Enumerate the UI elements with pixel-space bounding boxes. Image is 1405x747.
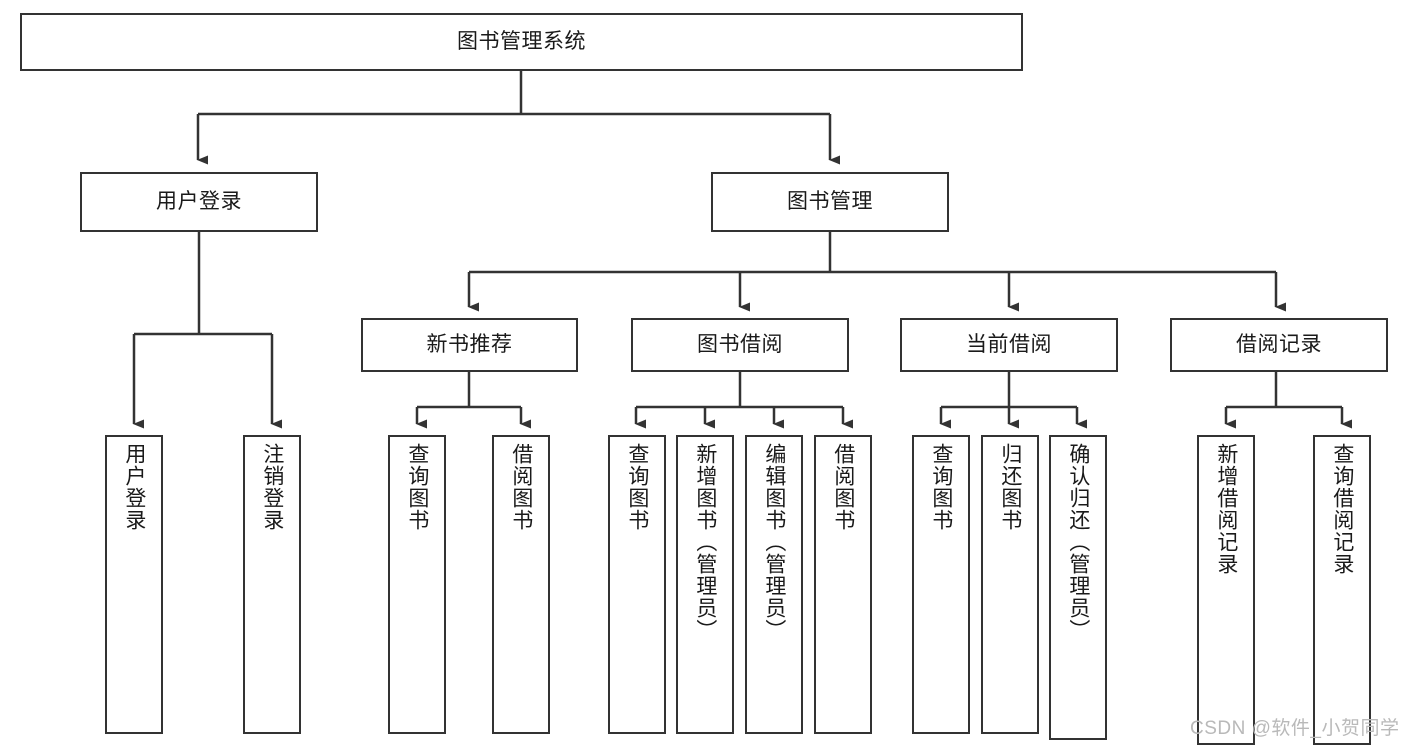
node-label: 当前借阅 [966,333,1052,357]
node-label: 图书管理 [787,190,873,214]
node-new-book-recommend[interactable]: 新书推荐 [361,318,578,372]
node-label: 查询图书 [929,443,953,531]
node-label: 注销登录 [260,443,284,531]
leaf-current-borrow-return[interactable]: 归还图书 [981,435,1039,734]
node-borrow-record[interactable]: 借阅记录 [1170,318,1388,372]
node-label: 新增借阅记录 [1214,443,1238,575]
leaf-borrow-record-add[interactable]: 新增借阅记录 [1197,435,1255,745]
node-label: 借阅记录 [1236,333,1322,357]
node-label: 确认归还（管理员） [1066,443,1090,641]
node-label: 图书借阅 [697,333,783,357]
node-root-book-management-system[interactable]: 图书管理系统 [20,13,1023,71]
node-label: 新增图书（管理员） [693,443,717,641]
node-label: 新书推荐 [426,333,513,357]
node-label: 查询图书 [405,443,429,531]
leaf-new-book-borrow[interactable]: 借阅图书 [492,435,550,734]
leaf-book-borrow-edit[interactable]: 编辑图书（管理员） [745,435,803,734]
leaf-borrow-record-query[interactable]: 查询借阅记录 [1313,435,1371,745]
node-user-login[interactable]: 用户登录 [80,172,318,232]
leaf-book-borrow-add[interactable]: 新增图书（管理员） [676,435,734,734]
node-label: 图书管理系统 [457,30,586,54]
node-label: 用户登录 [156,190,242,214]
node-book-borrow[interactable]: 图书借阅 [631,318,849,372]
leaf-current-borrow-query[interactable]: 查询图书 [912,435,970,734]
leaf-book-borrow-borrow[interactable]: 借阅图书 [814,435,872,734]
node-label: 查询图书 [625,443,649,531]
leaf-user-login-logout[interactable]: 注销登录 [243,435,301,734]
node-label: 借阅图书 [831,443,855,531]
node-label: 借阅图书 [509,443,533,531]
leaf-user-login-login[interactable]: 用户登录 [105,435,163,734]
node-current-borrow[interactable]: 当前借阅 [900,318,1118,372]
node-label: 用户登录 [122,443,146,531]
node-book-management[interactable]: 图书管理 [711,172,949,232]
node-label: 归还图书 [998,443,1022,531]
node-label: 查询借阅记录 [1330,443,1354,575]
node-label: 编辑图书（管理员） [762,443,786,641]
leaf-new-book-query[interactable]: 查询图书 [388,435,446,734]
leaf-current-borrow-confirm-return[interactable]: 确认归还（管理员） [1049,435,1107,740]
leaf-book-borrow-query[interactable]: 查询图书 [608,435,666,734]
